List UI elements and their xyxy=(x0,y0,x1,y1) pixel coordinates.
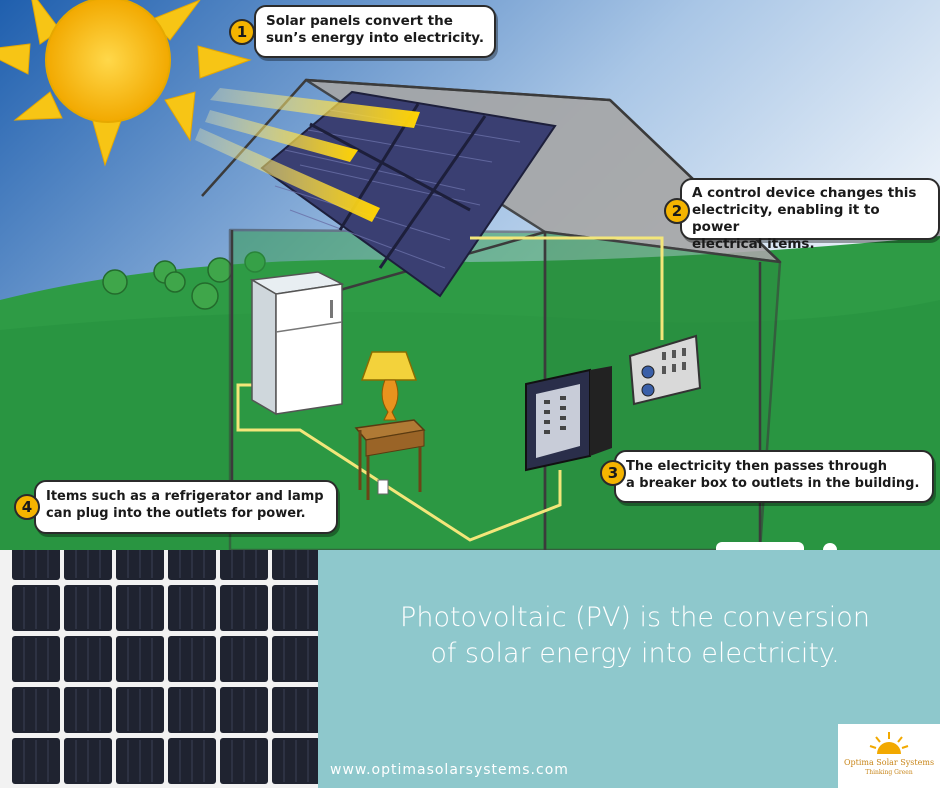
panel-cell xyxy=(272,636,320,682)
logo-sun-icon xyxy=(869,732,909,754)
panel-cell xyxy=(272,687,320,733)
callout-2-text: A control device changes this electricit… xyxy=(692,185,917,252)
solar-diagram-scene: Solar panels convert the sun’s energy in… xyxy=(0,0,940,550)
panel-cell xyxy=(272,585,320,631)
solar-panel-photo xyxy=(0,550,320,788)
refrigerator-icon xyxy=(249,271,345,416)
lamp-icon xyxy=(354,351,426,500)
callout-1-number: 1 xyxy=(229,19,255,45)
website-link[interactable]: www.optimasolarsystems.com xyxy=(330,762,569,778)
tagline: Photovoltaic (PV) is the conversion of s… xyxy=(345,600,925,672)
tagline-line-1: Photovoltaic (PV) is the conversion xyxy=(400,602,870,633)
tagline-line-2: of solar energy into electricity. xyxy=(430,638,840,669)
logo-name: Optima Solar Systems xyxy=(843,758,935,767)
control-device-icon xyxy=(628,334,702,406)
callout-1-text: Solar panels convert the sun’s energy in… xyxy=(266,13,484,46)
callout-3-number: 3 xyxy=(600,460,626,486)
callout-2: A control device changes this electricit… xyxy=(680,178,940,252)
info-banner: Photovoltaic (PV) is the conversion of s… xyxy=(0,550,940,788)
company-logo: Optima Solar Systems Thinking Green xyxy=(838,724,940,788)
callout-4-text: Items such as a refrigerator and lamp ca… xyxy=(46,489,324,521)
solar-panel-icon xyxy=(260,90,557,298)
callout-3: The electricity then passes through a br… xyxy=(614,450,934,503)
breaker-box-icon xyxy=(525,366,612,472)
sun-rays xyxy=(195,88,420,222)
callout-3-text: The electricity then passes through a br… xyxy=(626,459,920,491)
callout-4-number: 4 xyxy=(14,494,40,520)
solar-panel-cells xyxy=(12,550,320,784)
logo-slogan: Thinking Green xyxy=(865,769,913,776)
sun-icon xyxy=(0,0,252,167)
panel-cell xyxy=(272,738,320,784)
panel-cell xyxy=(272,550,320,580)
callout-2-number: 2 xyxy=(664,198,690,224)
callout-4: Items such as a refrigerator and lamp ca… xyxy=(34,480,338,534)
callout-1: Solar panels convert the sun’s energy in… xyxy=(254,5,496,58)
